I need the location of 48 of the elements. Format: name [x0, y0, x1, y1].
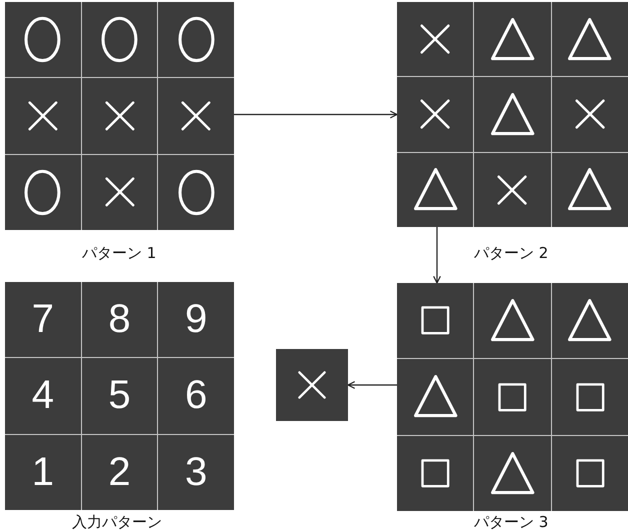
key-cell: 5: [82, 358, 158, 434]
grid-cell: [552, 152, 628, 227]
grid-cell: [158, 78, 234, 154]
grid-cell: [5, 2, 81, 78]
grid-cell: [552, 2, 628, 76]
key-cell: 2: [82, 434, 158, 510]
grid-cell: [474, 77, 551, 152]
grid-cell: [158, 154, 234, 230]
arrow: [433, 227, 441, 284]
key-cell: 9: [158, 282, 234, 358]
key-cell: 1: [5, 434, 81, 510]
grid-cell: [474, 359, 551, 435]
grid-cell: [397, 283, 474, 358]
grid-cell: [552, 77, 628, 152]
key-cell: 6: [158, 358, 234, 434]
key-cell: 4: [5, 358, 81, 434]
key-cell: 7: [5, 282, 81, 358]
grid-cell: [397, 152, 474, 227]
grid-cell: [82, 2, 158, 78]
arrow: [347, 381, 397, 389]
grid-cell: [474, 436, 551, 511]
grid-cell: [474, 283, 551, 358]
pattern-grid: [5, 2, 234, 230]
grid-cell: [82, 78, 158, 154]
pattern-grid: [397, 2, 628, 227]
grid-cell: [5, 154, 81, 230]
grid-cell: [474, 2, 551, 76]
pattern-caption: パターン 2: [474, 244, 548, 263]
key-cell: 8: [82, 282, 158, 358]
key-cell: 3: [158, 434, 234, 510]
grid-cell: [397, 77, 474, 152]
grid-cell: [552, 359, 628, 435]
grid-cell: [474, 152, 551, 227]
arrow: [234, 110, 398, 118]
grid-cell: [552, 436, 628, 511]
grid-cell: [5, 78, 81, 154]
pattern-caption: パターン 1: [82, 244, 156, 263]
pattern-caption: パターン 3: [474, 513, 548, 531]
symbol-tile: [276, 349, 348, 421]
grid-cell: [397, 2, 474, 76]
pattern-grid: [397, 283, 628, 511]
pattern-grid: [5, 282, 234, 510]
pattern-caption: 入力パターン: [72, 513, 162, 531]
grid-cell: [552, 283, 628, 358]
grid-cell: [397, 436, 474, 511]
grid-cell: [158, 2, 234, 78]
grid-cell: [82, 154, 158, 230]
grid-cell: [397, 359, 474, 435]
